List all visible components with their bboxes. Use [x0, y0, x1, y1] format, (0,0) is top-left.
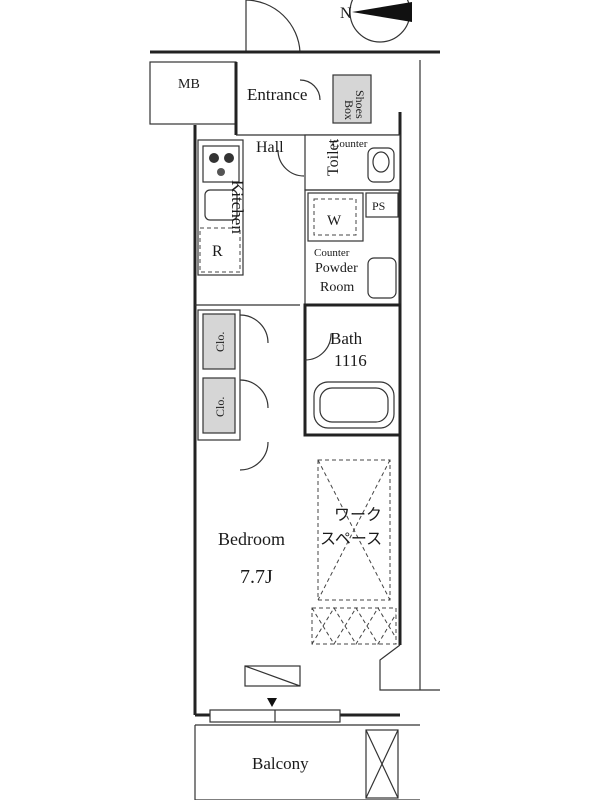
balcony-label: Balcony [252, 754, 309, 773]
toilet-icon [367, 147, 395, 183]
mb-room: MB [149, 61, 237, 125]
mb-label: MB [178, 77, 200, 92]
workspace: ワーク スペース [311, 459, 397, 645]
shoes-box [332, 74, 372, 124]
kitchen-sink-icon [204, 189, 238, 221]
refrigerator-label: R [212, 243, 223, 260]
toilet-room: Toilet Counter [304, 134, 401, 191]
arrow-down-icon [267, 698, 277, 707]
bath-size-label: 1116 [334, 351, 367, 370]
powder-counter-label: Counter [314, 247, 350, 259]
washer-label: W [327, 213, 342, 229]
bath-label: Bath [330, 329, 363, 348]
closets: Clo. Clo. [197, 309, 269, 471]
entrance-label: Entrance [247, 85, 307, 104]
powder-room: Counter Powder Room [304, 189, 401, 306]
toilet-label: Toilet [325, 138, 342, 176]
kitchen: Kitchen R [195, 139, 300, 306]
bedroom-label: Bedroom [218, 529, 285, 549]
powder-room-label-1: Powder [315, 261, 358, 276]
closet-2-label: Clo. [213, 397, 227, 417]
compass-arrow-icon [352, 2, 412, 22]
washbasin-icon [367, 257, 397, 299]
entry-door [245, 0, 301, 53]
hall-door [277, 149, 305, 177]
stove-icon [202, 145, 240, 183]
hall-label: Hall [256, 139, 284, 156]
washer-space: W [307, 192, 364, 242]
toilet-counter-label: Counter [332, 138, 368, 150]
bedroom: Bedroom 7.7J [218, 529, 301, 707]
shoes-box-label-2: Box [342, 100, 356, 120]
ps-label: PS [372, 199, 385, 213]
bathtub-icon [313, 381, 395, 429]
balcony: Balcony [252, 729, 399, 799]
shoes-box-label-1: Shoes [353, 90, 367, 119]
powder-room-label-2: Room [320, 280, 354, 295]
workspace-label-1: ワーク [334, 506, 382, 524]
bath-room: Bath 1116 [303, 303, 402, 437]
entrance: Entrance Shoes Box [247, 74, 372, 124]
balcony-window [209, 709, 341, 723]
kitchen-label: Kitchen [228, 180, 247, 234]
compass: N [340, 0, 412, 43]
ps-box: PS [365, 192, 399, 218]
closet-1-label: Clo. [213, 332, 227, 352]
compass-label: N [340, 5, 352, 22]
bedroom-size-label: 7.7J [240, 566, 273, 588]
workspace-label-2: スペース [320, 531, 382, 548]
